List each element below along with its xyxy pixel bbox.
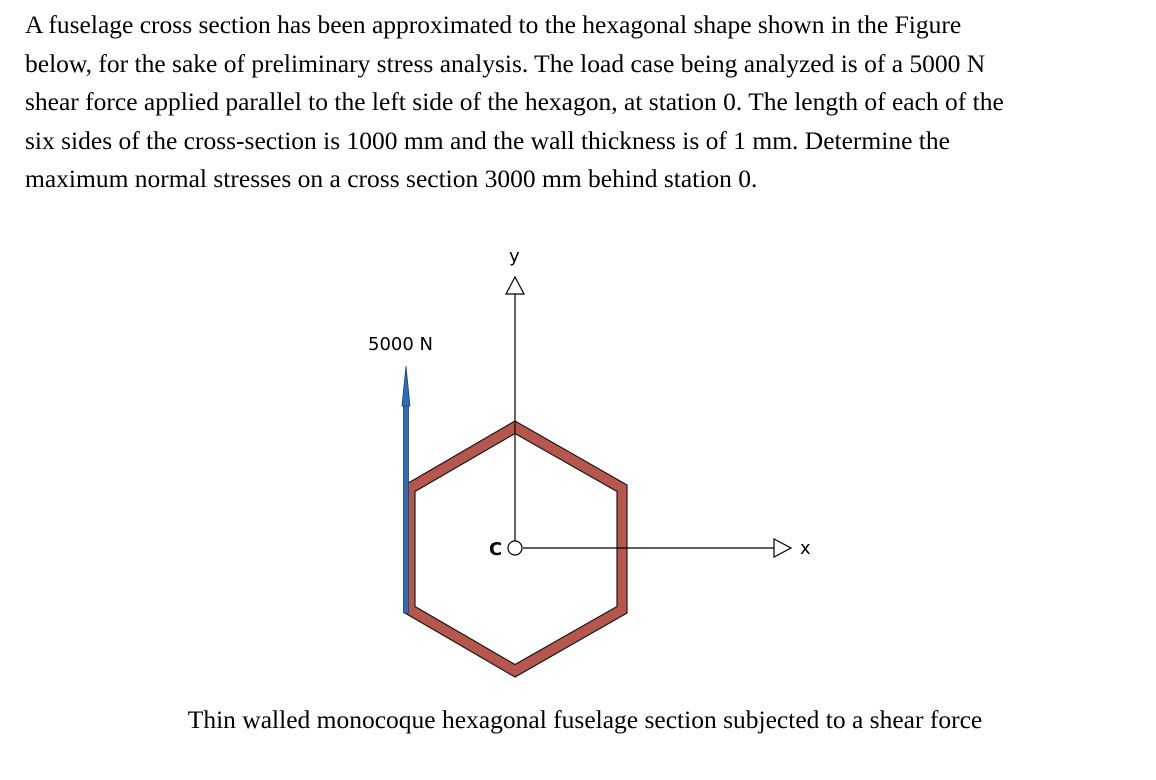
shear-force-arrow bbox=[401, 365, 411, 614]
figure-caption: Thin walled monocoque hexagonal fuselage… bbox=[187, 705, 983, 734]
problem-line-2: below, for the sake of preliminary stres… bbox=[25, 48, 986, 78]
x-axis-arrowhead-icon bbox=[773, 538, 793, 558]
centroid-label: C bbox=[489, 539, 502, 560]
y-axis-arrowhead-icon bbox=[505, 275, 525, 295]
problem-line-5: maximum normal stresses on a cross secti… bbox=[25, 164, 758, 193]
problem-statement: A fuselage cross section has been approx… bbox=[25, 6, 1145, 199]
y-axis bbox=[505, 275, 525, 541]
centroid-marker bbox=[507, 540, 523, 556]
force-label: 5000 N bbox=[368, 334, 433, 355]
problem-line-1: A fuselage cross section has been approx… bbox=[25, 10, 962, 39]
problem-line-4: six sides of the cross-section is 1000 m… bbox=[25, 125, 950, 155]
y-axis-label: y bbox=[509, 246, 520, 267]
x-axis bbox=[523, 538, 793, 558]
x-axis-label: x bbox=[800, 538, 811, 559]
problem-line-3: shear force applied parallel to the left… bbox=[25, 87, 1004, 116]
